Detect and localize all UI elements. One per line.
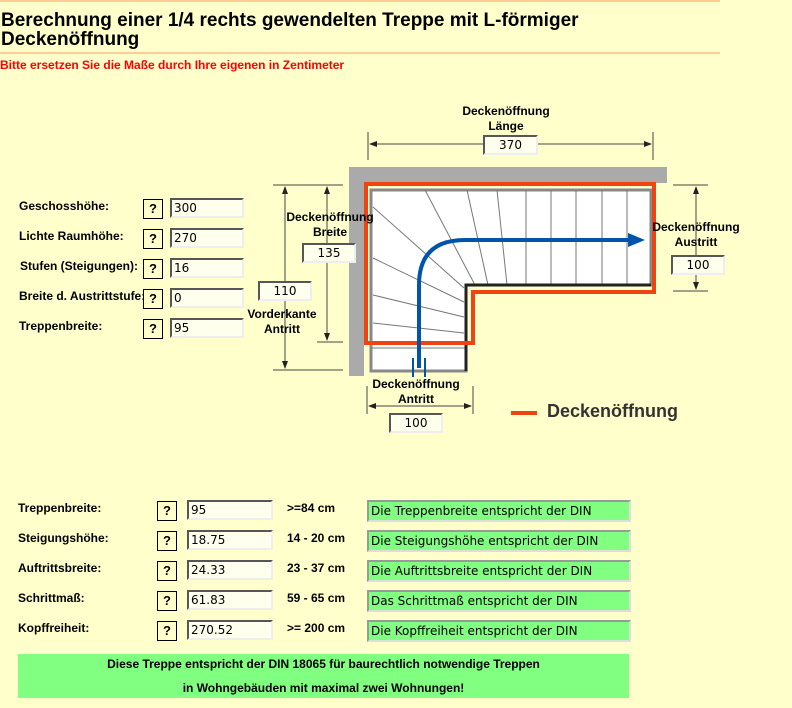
- laenge-label-line2: Länge: [488, 119, 524, 133]
- raumhoehe-input[interactable]: [170, 228, 244, 248]
- treppenbreite-input[interactable]: [170, 318, 244, 338]
- result-value[interactable]: [187, 590, 273, 610]
- top-rule: [0, 0, 720, 2]
- raumhoehe-label: Lichte Raumhöhe:: [19, 229, 124, 243]
- breite-input[interactable]: [302, 243, 356, 263]
- result-range: 23 - 37 cm: [287, 561, 346, 575]
- summary-line1: Diese Treppe entspricht der DIN 18065 fü…: [107, 657, 540, 671]
- antritt-label-line1: Deckenöffnung: [372, 377, 460, 391]
- result-status: Die Kopffreiheit entspricht der DIN: [367, 620, 631, 642]
- result-help-button[interactable]: ?: [157, 591, 177, 611]
- result-value[interactable]: [187, 500, 273, 520]
- stufen-help-button[interactable]: ?: [143, 259, 163, 279]
- wall: [349, 167, 667, 376]
- vorderkante-label-line1: Vorderkante: [247, 307, 317, 321]
- treppenbreite-label: Treppenbreite:: [19, 319, 103, 333]
- laenge-label-line1: Deckenöffnung: [462, 104, 550, 118]
- walking-line-arrow: [412, 233, 645, 377]
- result-label: Kopffreiheit:: [18, 621, 90, 635]
- deckenoeffnung-outline: [364, 182, 656, 345]
- result-help-button[interactable]: ?: [157, 561, 177, 581]
- laenge-input[interactable]: [483, 135, 538, 155]
- result-range: 59 - 65 cm: [287, 591, 346, 605]
- geschosshoehe-label: Geschosshöhe:: [19, 199, 110, 213]
- result-status: Die Auftrittsbreite entspricht der DIN: [367, 560, 631, 582]
- legend-label: Deckenöffnung: [547, 401, 679, 421]
- result-status: Die Treppenbreite entspricht der DIN: [367, 500, 631, 522]
- breite-label-line2: Breite: [312, 225, 347, 239]
- result-label: Treppenbreite:: [18, 501, 102, 515]
- raumhoehe-help-button[interactable]: ?: [143, 229, 163, 249]
- treppenbreite-help-button[interactable]: ?: [143, 319, 163, 339]
- austrittstufe-label: Breite d. Austrittstufe:: [19, 289, 146, 303]
- antritt-label-line2: Antritt: [398, 392, 434, 406]
- vorderkante-input[interactable]: [258, 281, 312, 301]
- result-label: Schrittmaß:: [18, 591, 85, 605]
- austritt-input[interactable]: [671, 255, 725, 275]
- antritt-input[interactable]: [389, 413, 443, 433]
- result-range: >=84 cm: [287, 501, 336, 515]
- result-value[interactable]: [187, 530, 273, 550]
- result-label: Auftrittsbreite:: [18, 561, 102, 575]
- din-summary: Diese Treppe entspricht der DIN 18065 fü…: [18, 654, 629, 698]
- result-help-button[interactable]: ?: [157, 531, 177, 551]
- title-rule: [0, 52, 720, 54]
- result-range: >= 200 cm: [287, 621, 346, 635]
- summary-line2: in Wohngebäuden mit maximal zwei Wohnung…: [182, 681, 465, 695]
- vorderkante-label-line2: Antritt: [264, 322, 300, 336]
- austrittstufe-help-button[interactable]: ?: [143, 289, 163, 309]
- austritt-label-line2: Austritt: [674, 235, 718, 249]
- stufen-input[interactable]: [170, 258, 244, 278]
- result-status: Das Schrittmaß entspricht der DIN: [367, 590, 631, 612]
- instruction-text: Bitte ersetzen Sie die Maße durch Ihre e…: [0, 58, 345, 72]
- result-value[interactable]: [187, 620, 273, 640]
- result-help-button[interactable]: ?: [157, 621, 177, 641]
- geschosshoehe-help-button[interactable]: ?: [143, 199, 163, 219]
- austritt-label-line1: Deckenöffnung: [652, 220, 740, 234]
- result-label: Steigungshöhe:: [18, 531, 109, 545]
- austrittstufe-input[interactable]: [170, 288, 244, 308]
- breite-label-line1: Deckenöffnung: [286, 210, 374, 224]
- page-title: Berechnung einer 1/4 rechts gewendelten …: [1, 10, 579, 50]
- result-help-button[interactable]: ?: [157, 501, 177, 521]
- geschosshoehe-input[interactable]: [170, 198, 244, 218]
- result-value[interactable]: [187, 560, 273, 580]
- stufen-label: Stufen (Steigungen):: [20, 259, 138, 273]
- result-status: Die Steigungshöhe entspricht der DIN: [367, 530, 631, 552]
- result-range: 14 - 20 cm: [287, 531, 346, 545]
